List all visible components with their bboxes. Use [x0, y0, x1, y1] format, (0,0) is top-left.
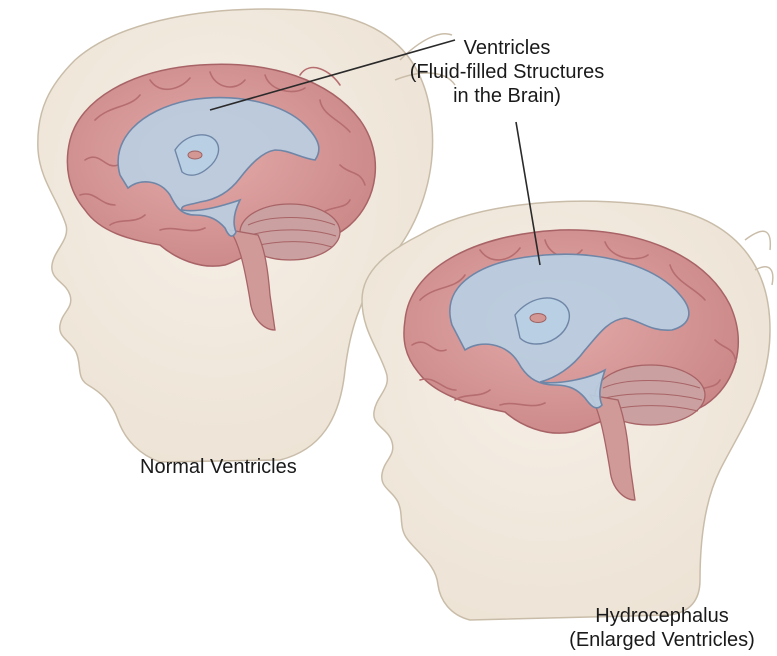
- hydro-ventricle-dot: [530, 314, 546, 323]
- ventricles-label-line2: (Fluid-filled Structures: [392, 60, 622, 84]
- normal-ventricles-label: Normal Ventricles: [140, 455, 340, 479]
- hydrocephalus-label-line2: (Enlarged Ventricles): [548, 628, 776, 652]
- hydrocephalus-label-line1: Hydrocephalus: [548, 604, 776, 628]
- hydro-head: [362, 201, 773, 620]
- hydrocephalus-label: Hydrocephalus (Enlarged Ventricles): [548, 604, 776, 652]
- normal-ventricle-dot: [188, 151, 202, 159]
- ventricles-label-line1: Ventricles: [392, 36, 622, 60]
- ventricles-label-line3: in the Brain): [392, 84, 622, 108]
- ventricles-label: Ventricles (Fluid-filled Structures in t…: [392, 36, 622, 108]
